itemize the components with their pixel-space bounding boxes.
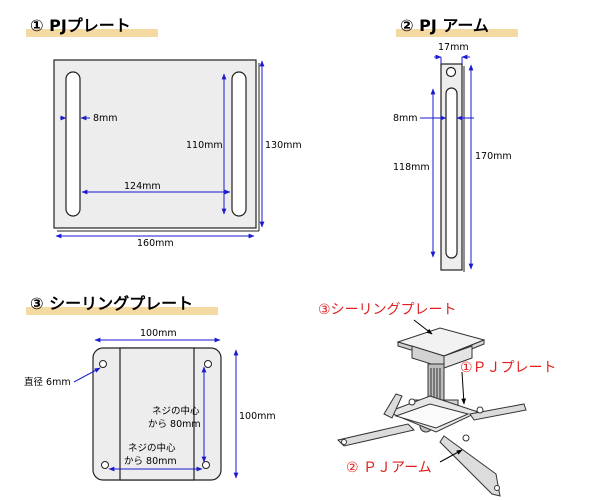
arm-slot xyxy=(445,87,458,259)
pj-plate-dimensions xyxy=(55,60,265,239)
left-slot xyxy=(65,71,81,217)
screw-hole-top-right xyxy=(204,360,212,368)
arm-length-label: 170mm xyxy=(475,151,512,162)
ceiling-pitch-h-line1: ネジの中心 xyxy=(128,442,176,454)
screw-hole-top-left xyxy=(99,360,107,368)
title-pj-plate: ① PJプレート xyxy=(26,16,158,37)
title-text: ② PJ アーム xyxy=(400,16,489,35)
right-slot xyxy=(231,71,247,217)
ceiling-pitch-v-line1: ネジの中心 xyxy=(152,405,200,417)
title-pj-arm: ② PJ アーム xyxy=(396,16,518,37)
ceiling-hole-label: 直径 6mm xyxy=(24,376,71,388)
assembly-label-pj-plate: ①ＰＪプレート xyxy=(460,360,557,376)
ceiling-height-label: 100mm xyxy=(239,411,276,422)
assembly-arm-back xyxy=(383,393,403,419)
title-ceiling-plate: ③ シーリングプレート xyxy=(26,294,218,315)
plate-slot-width-label: 8mm xyxy=(93,113,118,124)
ceiling-width-label: 100mm xyxy=(140,328,177,339)
arm-width-label: 17mm xyxy=(438,42,469,53)
title-highlight xyxy=(26,307,218,315)
pj-arm-dimensions xyxy=(420,54,474,270)
arm-slot-length-label: 118mm xyxy=(393,162,430,173)
screw-hole-bottom-left xyxy=(101,461,109,469)
ceiling-plate-dimensions xyxy=(73,337,239,479)
assembly-arm-left xyxy=(337,423,415,447)
plate-width-label: 160mm xyxy=(137,238,174,249)
pj-plate-drawing xyxy=(53,59,260,232)
arm-hole xyxy=(445,66,457,78)
pj-arm-drawing xyxy=(440,63,465,272)
title-text: ① PJプレート xyxy=(30,16,131,35)
ceiling-plate-center-channel xyxy=(119,347,195,481)
ceiling-pitch-v-line2: から 80mm xyxy=(148,419,201,430)
assembly-callouts xyxy=(413,319,467,463)
ceiling-pitch-h-line2: から 80mm xyxy=(124,456,177,467)
title-text: ③ シーリングプレート xyxy=(30,294,194,313)
screw-hole-bottom-right xyxy=(202,461,210,469)
plate-slot-length-label: 110mm xyxy=(186,140,223,151)
assembly-arm-front xyxy=(439,435,501,497)
ceiling-plate-drawing xyxy=(92,347,222,481)
title-highlight xyxy=(26,29,158,37)
assembly-label-pj-arm: ② ＰＪアーム xyxy=(346,460,432,476)
assembly-label-ceiling-plate: ③シーリングプレート xyxy=(318,302,457,318)
plate-height-label: 130mm xyxy=(265,140,302,151)
plate-slot-distance-label: 124mm xyxy=(124,181,161,192)
pj-plate-body xyxy=(53,59,257,229)
title-highlight xyxy=(396,29,518,37)
assembly-arm-right xyxy=(469,403,527,421)
assembly-illustration xyxy=(337,327,527,497)
arm-slot-width-label: 8mm xyxy=(393,113,418,124)
